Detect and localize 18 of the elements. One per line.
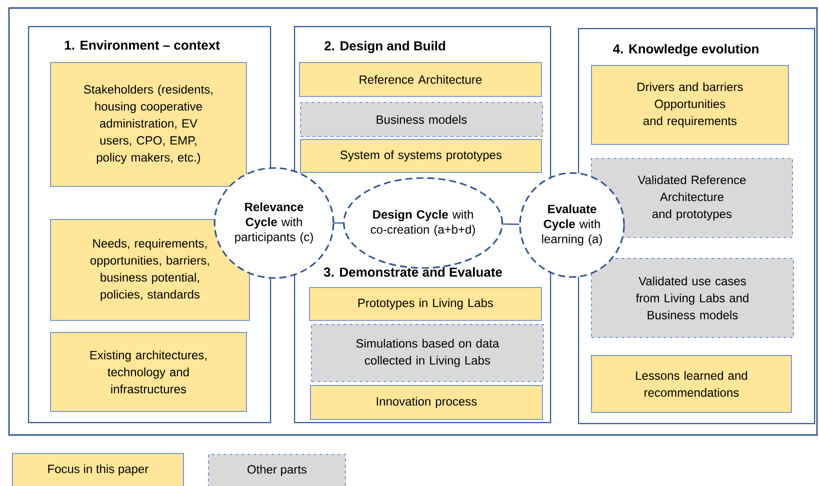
panel-heading: 2. Design and Build (323, 40, 447, 54)
content-box: Drivers and barriers Opportunities and requirements (591, 65, 789, 145)
content-box: Reference Architecture (299, 62, 542, 97)
content-box: Prototypes in Living Labs (309, 287, 542, 321)
content-box: Lessons learned and recommendations (591, 355, 792, 413)
content-box: Simulations based on data collected in Living Labs (311, 324, 544, 382)
content-box: Existing architectures, technology and infrastructures (50, 332, 247, 412)
panel-heading: 1. Environment – context (63, 39, 221, 51)
content-box: Business models (300, 102, 543, 137)
legend-box: Other parts (208, 454, 346, 486)
content-box: Validated use cases from Living Labs and Business models (591, 258, 794, 338)
content-box: Innovation process (310, 385, 543, 420)
content-box: System of systems prototypes (300, 139, 542, 173)
content-box: Stakeholders (residents, housing cooperative administration, EV users, CPO, EMP, policy makers, etc.) (50, 62, 247, 187)
panel-heading: 4. Knowledge evolution (612, 42, 760, 58)
connector (334, 222, 343, 224)
connector (502, 223, 520, 225)
legend-box: Focus in this paper (12, 453, 184, 486)
